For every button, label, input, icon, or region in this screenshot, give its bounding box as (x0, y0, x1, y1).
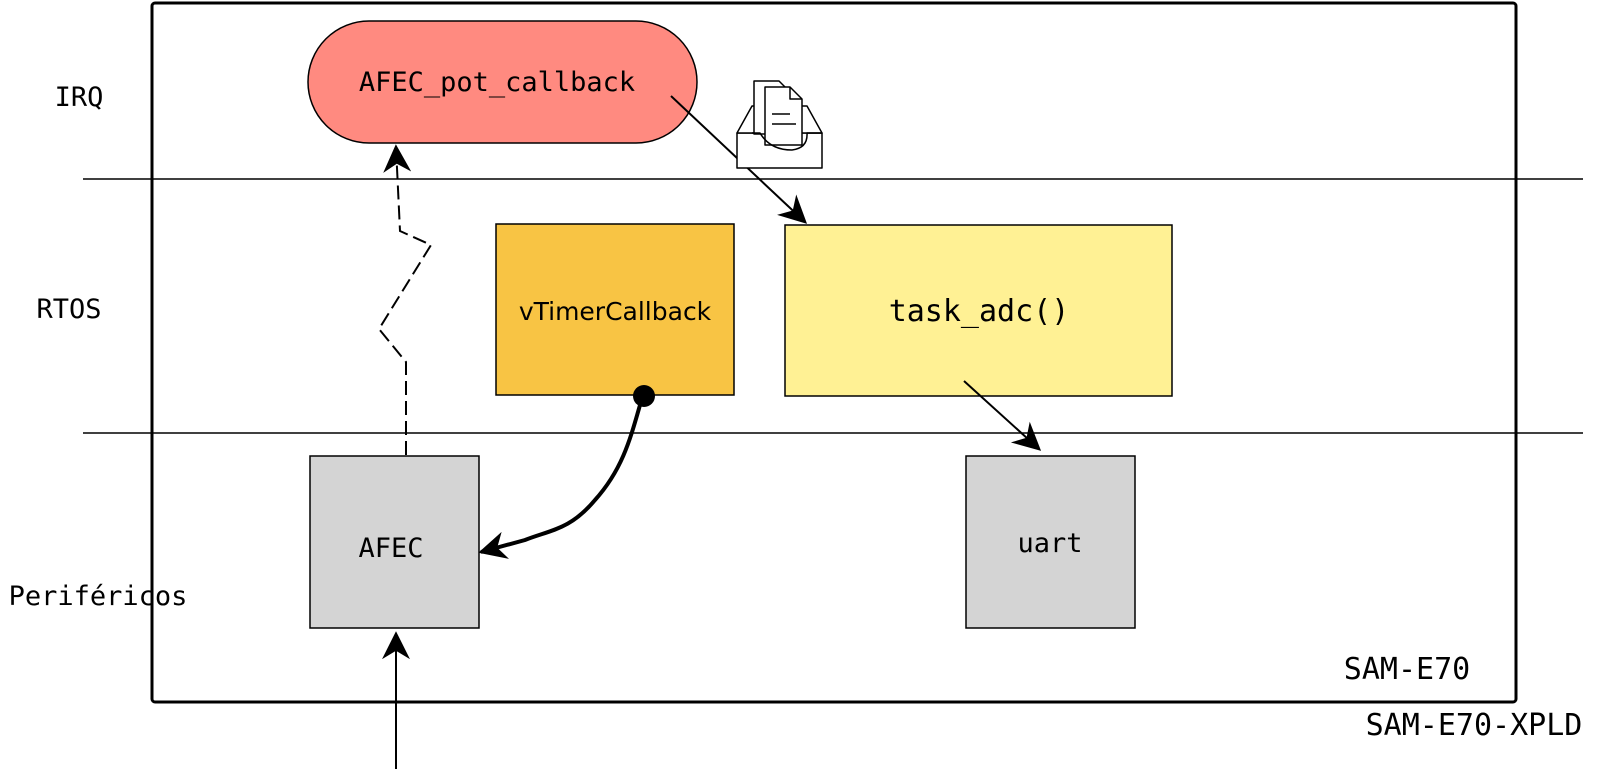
afec-callback-node (307, 20, 698, 144)
afec-node (309, 455, 480, 629)
sam-e70-boundary (150, 1, 1518, 704)
board-label: SAM-E70-XPLD (1366, 708, 1583, 743)
afec-label: AFEC (358, 533, 423, 564)
task-to-uart-arrow (963, 380, 1042, 451)
afec-interrupt-arrow (377, 144, 433, 455)
layer-label-rtos: RTOS (36, 294, 101, 325)
task-adc-label: task_adc() (889, 294, 1070, 329)
uart-label: uart (1017, 528, 1082, 559)
uart-node (965, 455, 1136, 629)
task-adc-node (784, 224, 1173, 397)
timer-trigger-dot (633, 385, 655, 407)
layer-label-perifericos: Periféricos (9, 581, 188, 612)
timer-trigger-arrow (478, 404, 642, 559)
mcu-label: SAM-E70 (1344, 652, 1470, 687)
layer-label-irq: IRQ (55, 82, 104, 113)
vtimer-callback-node (495, 223, 735, 396)
queue-inbox-icon (736, 80, 823, 169)
vtimer-callback-label: vTimerCallback (519, 297, 712, 326)
afec-callback-label: AFEC_pot_callback (359, 67, 635, 98)
